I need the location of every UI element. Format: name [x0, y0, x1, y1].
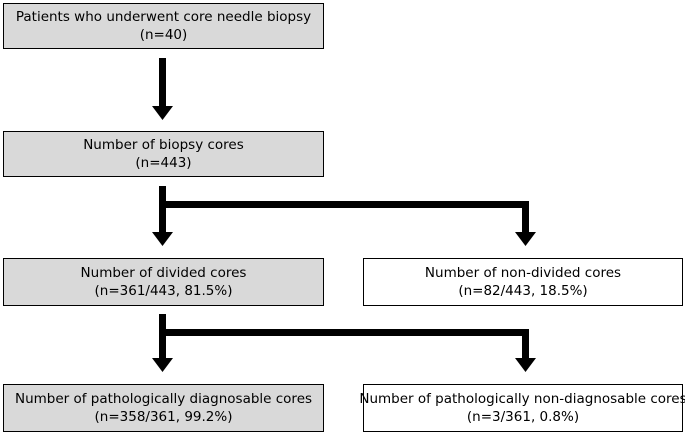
- non-divided-cores-box: Number of non-divided cores (n=82/443, 1…: [363, 258, 683, 306]
- divided-cores-count: (n=361/443, 81.5%): [94, 283, 233, 299]
- patients-label: Patients who underwent core needle biops…: [15, 9, 312, 25]
- diagnosable-cores-label: Number of pathologically diagnosable cor…: [14, 391, 313, 407]
- biopsy-cores-count: (n=443): [135, 155, 192, 171]
- arrow-divided-cores-to-diagnosable-cores: [152, 314, 173, 372]
- diagnosable-cores-box: Number of pathologically diagnosable cor…: [3, 384, 324, 432]
- arrow-patients-to-biopsy-cores: [152, 58, 173, 120]
- arrow-branch-to-non-divided-cores: [159, 201, 536, 246]
- diagnosable-cores-count: (n=358/361, 99.2%): [94, 409, 233, 425]
- patients-box: Patients who underwent core needle biops…: [3, 3, 324, 49]
- non-diagnosable-cores-label: Number of pathologically non-diagnosable…: [359, 391, 685, 407]
- biopsy-cores-label: Number of biopsy cores: [83, 137, 244, 153]
- patients-count: (n=40): [139, 27, 188, 43]
- non-diagnosable-cores-box: Number of pathologically non-diagnosable…: [359, 384, 685, 432]
- divided-cores-box: Number of divided cores (n=361/443, 81.5…: [3, 258, 324, 306]
- arrow-branch-to-non-diagnosable-cores: [159, 329, 536, 372]
- non-divided-cores-count: (n=82/443, 18.5%): [458, 283, 588, 299]
- divided-cores-label: Number of divided cores: [80, 265, 247, 281]
- non-divided-cores-label: Number of non-divided cores: [424, 265, 622, 281]
- biopsy-cores-box: Number of biopsy cores (n=443): [3, 131, 324, 177]
- non-diagnosable-cores-count: (n=3/361, 0.8%): [466, 409, 580, 425]
- arrow-biopsy-cores-to-divided-cores: [152, 186, 173, 246]
